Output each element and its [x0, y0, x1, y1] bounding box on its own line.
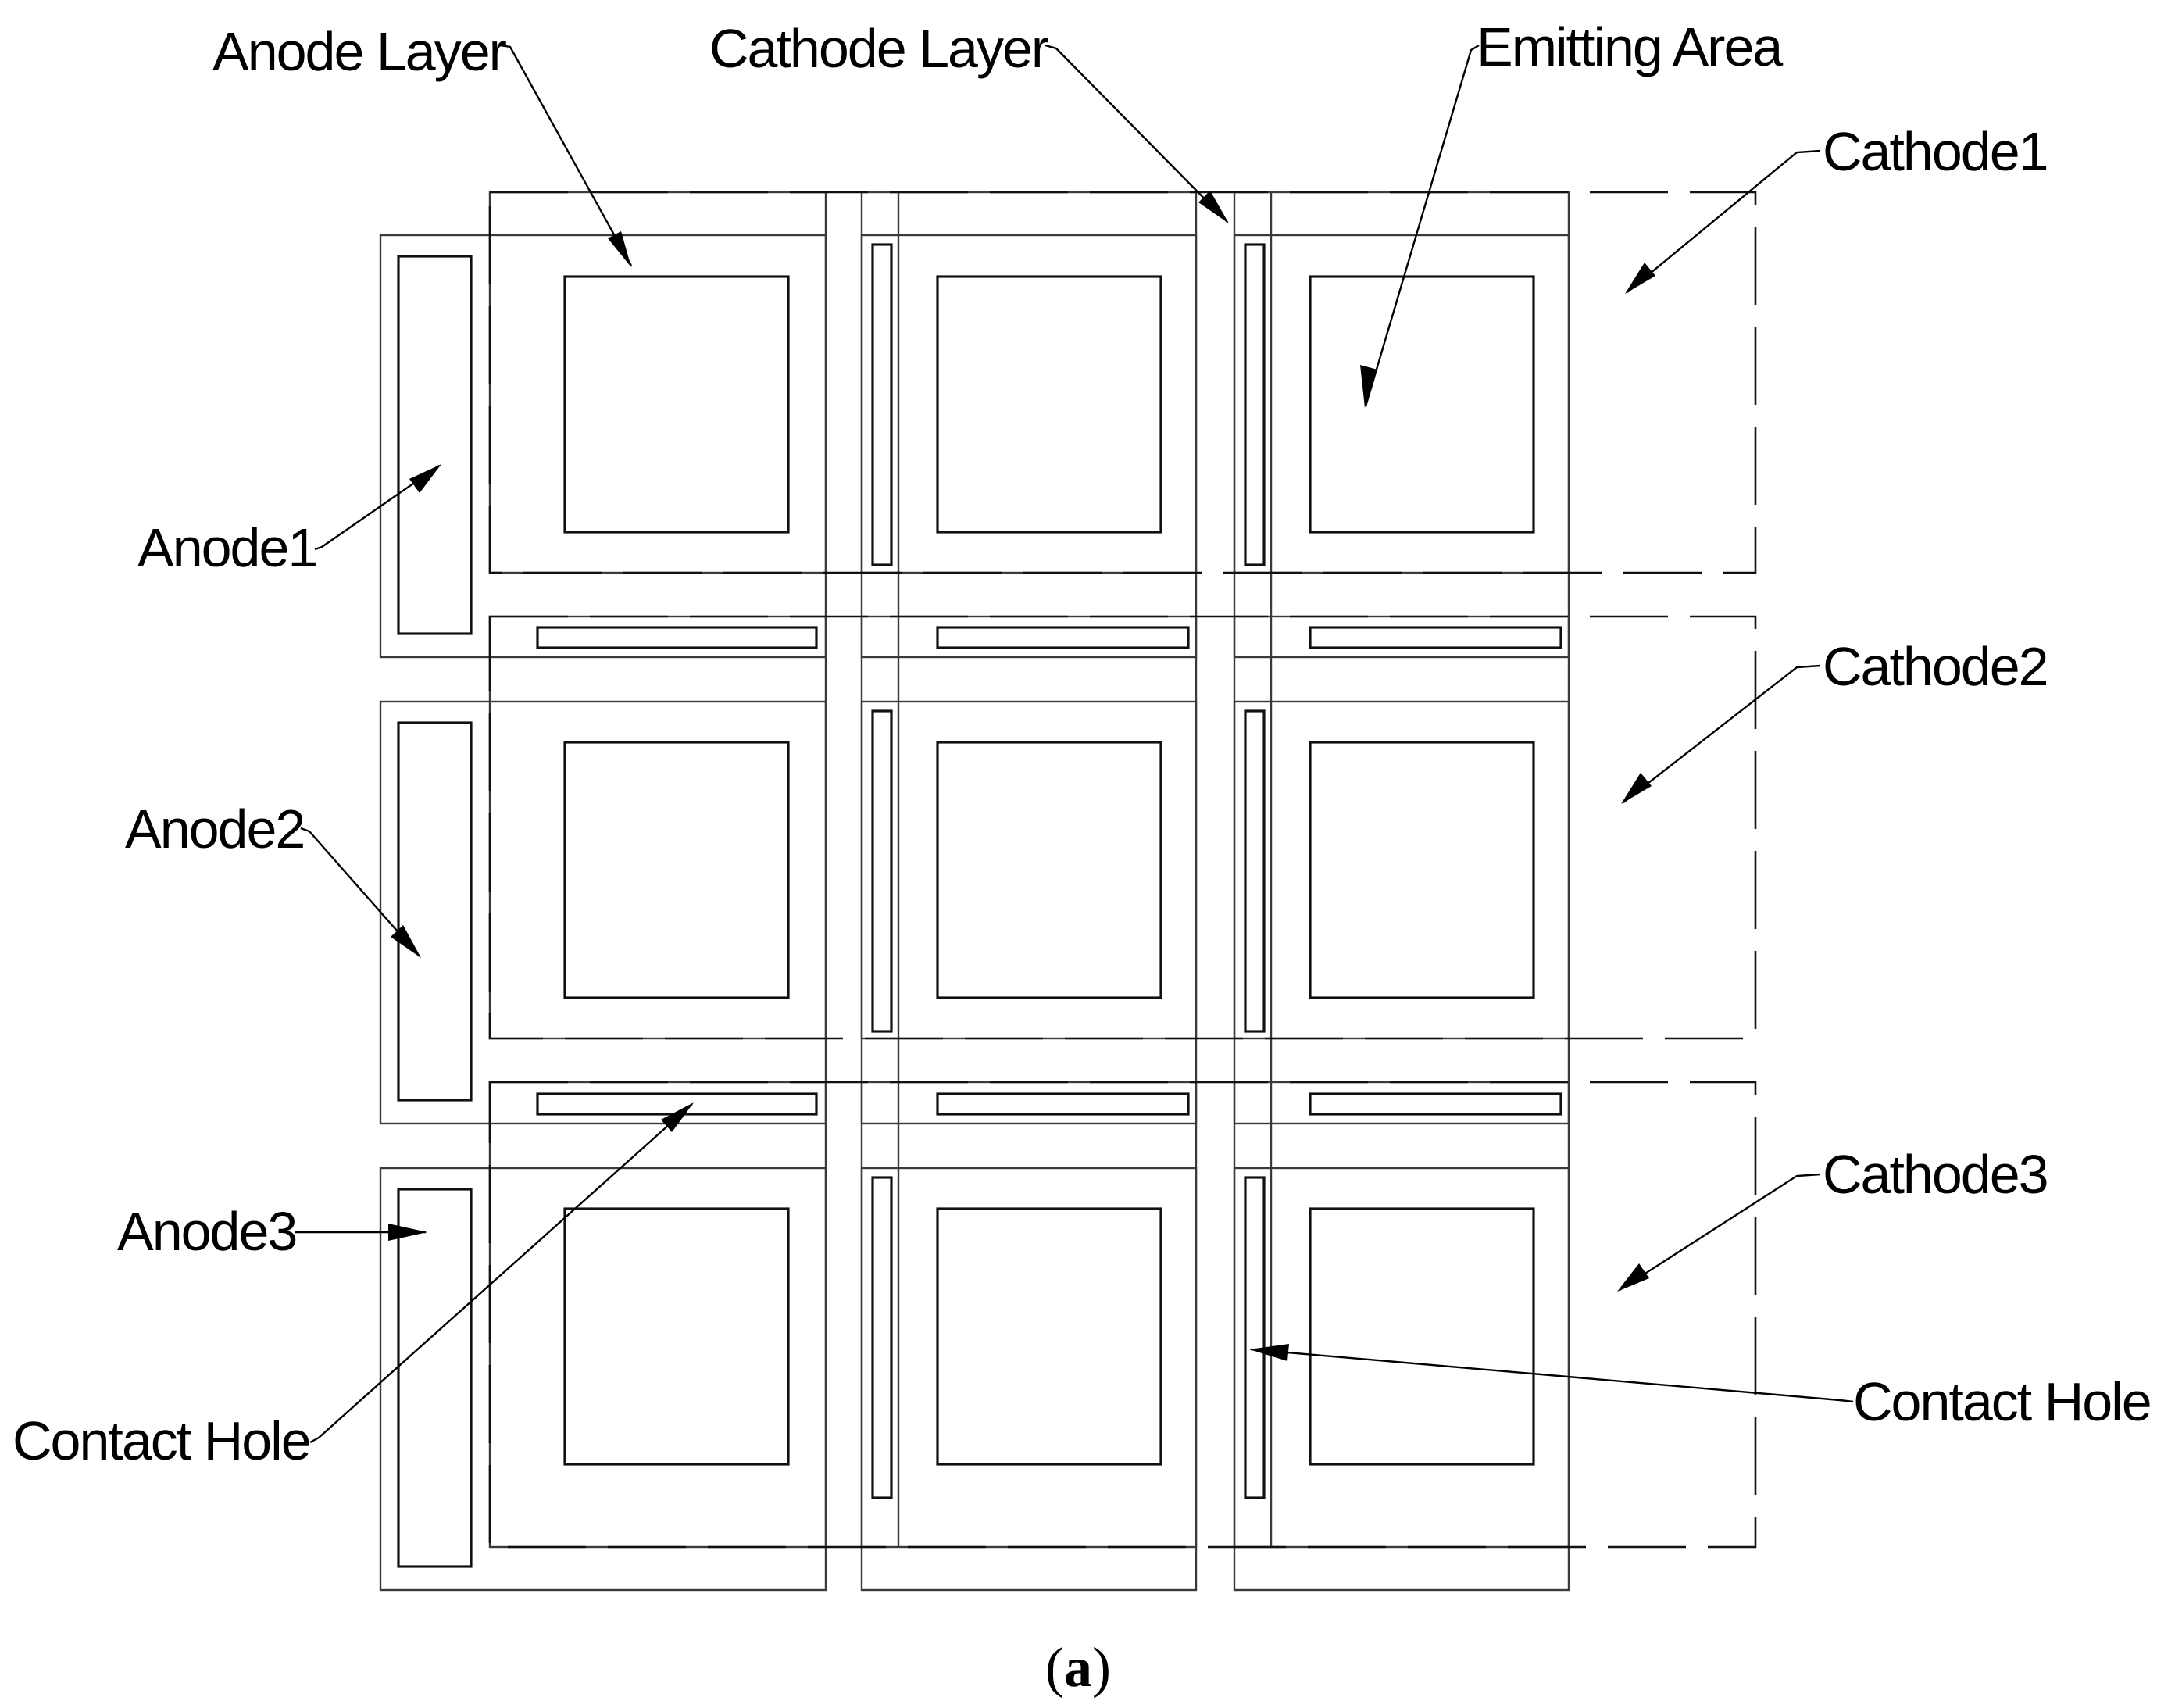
contact-hole-v-r2c3	[1244, 709, 1266, 1033]
leader-lines	[295, 44, 1854, 1444]
anode1-bus	[397, 255, 473, 635]
leader-contact-hole-right	[1250, 1348, 1854, 1403]
caption-close-paren: )	[1092, 1636, 1111, 1699]
cathode-outline-r2c3	[1233, 615, 1570, 1040]
leader-cathode1	[1627, 149, 1821, 293]
arrowhead-anode1	[409, 464, 441, 493]
cathode-outline-r3c2	[860, 1081, 1198, 1549]
anode-cell-r3c1	[379, 1167, 827, 1592]
emitting-area-r2c2	[936, 741, 1162, 999]
emitting-area-r3c3	[1309, 1207, 1535, 1466]
leader-cathode2	[1623, 664, 1821, 803]
leader-anode2	[300, 827, 420, 957]
emitting-area-r2c1	[563, 741, 790, 999]
caption-open-paren: (	[1045, 1636, 1064, 1699]
leader-cathode3	[1619, 1173, 1821, 1292]
arrowhead-contact-hole-left	[661, 1102, 694, 1132]
pixel-grid	[379, 234, 1570, 1592]
label-emitting-area: Emitting Area	[1477, 16, 1783, 77]
arrowhead-cathode-layer	[1198, 191, 1229, 223]
contact-hole-h-r1c3	[1309, 626, 1562, 649]
cathode-outline-r1c3	[1233, 191, 1570, 574]
contact-hole-v-r2c2	[871, 709, 893, 1033]
label-cathode2: Cathode2	[1823, 636, 2048, 697]
anode-cell-r3c2	[860, 1167, 1198, 1592]
arrowhead-contact-hole-right	[1249, 1344, 1289, 1361]
arrowhead-emitting-area	[1360, 365, 1377, 408]
leader-anode1	[314, 465, 440, 551]
label-cathode1: Cathode1	[1823, 121, 2048, 182]
cathode-inner-outlines	[488, 191, 1570, 1549]
anode2-bus	[397, 721, 473, 1102]
anode-cell-r3c3	[1233, 1167, 1570, 1592]
labels: Anode Layer Cathode Layer Emitting Area …	[12, 16, 2152, 1471]
emitting-area-r1c3	[1309, 275, 1535, 534]
contact-holes	[536, 243, 1562, 1499]
emitting-area-r2c3	[1309, 741, 1535, 999]
contact-hole-h-r1c2	[936, 626, 1190, 649]
arrowhead-cathode3	[1617, 1263, 1649, 1292]
caption-letter: a	[1064, 1636, 1092, 1699]
leader-emitting-area	[1364, 44, 1480, 407]
arrowhead-cathode2	[1621, 773, 1652, 804]
anode-cell-r1c3	[1233, 234, 1570, 659]
anode3-bus	[397, 1188, 473, 1568]
arrowhead-anode3	[388, 1224, 427, 1241]
anode-cell-r2c3	[1233, 700, 1570, 1125]
cathode-rows	[488, 191, 1757, 1549]
contact-hole-v-r1c3	[1244, 243, 1266, 566]
label-contact-hole-right: Contact Hole	[1853, 1371, 2151, 1432]
cathode-outline-r3c3	[1233, 1081, 1570, 1549]
figure-caption: (a)	[1045, 1636, 1111, 1699]
anode-cell-r2c1	[379, 700, 827, 1125]
contact-hole-h-r1c1	[536, 626, 818, 649]
label-anode-layer: Anode Layer	[212, 21, 507, 82]
cathode-row-1	[488, 191, 1757, 574]
contact-hole-h-r2c3	[1309, 1092, 1562, 1116]
arrowhead-anode-layer	[608, 231, 631, 267]
cathode-outline-r2c2	[860, 615, 1198, 1040]
emitting-areas	[563, 275, 1535, 1466]
emitting-area-r1c1	[563, 275, 790, 534]
emitting-area-r3c2	[936, 1207, 1162, 1466]
contact-hole-v-r3c2	[871, 1176, 893, 1499]
cathode-row-3	[488, 1081, 1757, 1549]
anode-cell-r1c1	[379, 234, 827, 659]
arrowhead-anode2	[391, 925, 421, 958]
anode-bus-lines	[397, 255, 473, 1568]
label-cathode3: Cathode3	[1823, 1144, 2048, 1205]
leader-contact-hole-left	[309, 1103, 693, 1444]
label-cathode-layer: Cathode Layer	[709, 18, 1049, 79]
leader-anode-layer	[499, 44, 633, 266]
cathode-outline-r1c1	[488, 191, 827, 574]
cathode-outline-r2c1	[488, 615, 827, 1040]
leader-cathode-layer	[1045, 44, 1228, 223]
anode-cell-r2c2	[860, 700, 1198, 1125]
contact-hole-v-r3c3	[1244, 1176, 1266, 1499]
label-anode3: Anode3	[117, 1201, 296, 1262]
cathode-outline-r1c2	[860, 191, 1198, 574]
contact-hole-h-r2c2	[936, 1092, 1190, 1116]
cathode-outline-r3c1	[488, 1081, 827, 1549]
emitting-area-r3c1	[563, 1207, 790, 1466]
emitting-area-r1c2	[936, 275, 1162, 534]
contact-hole-h-r2c1	[536, 1092, 818, 1116]
label-anode2: Anode2	[125, 799, 304, 859]
cathode-row-2	[488, 615, 1757, 1040]
contact-hole-v-r1c2	[871, 243, 893, 566]
anode-cell-r1c2	[860, 234, 1198, 659]
arrowhead-cathode1	[1625, 263, 1655, 294]
label-contact-hole-left: Contact Hole	[12, 1410, 310, 1471]
label-anode1: Anode1	[137, 517, 316, 578]
